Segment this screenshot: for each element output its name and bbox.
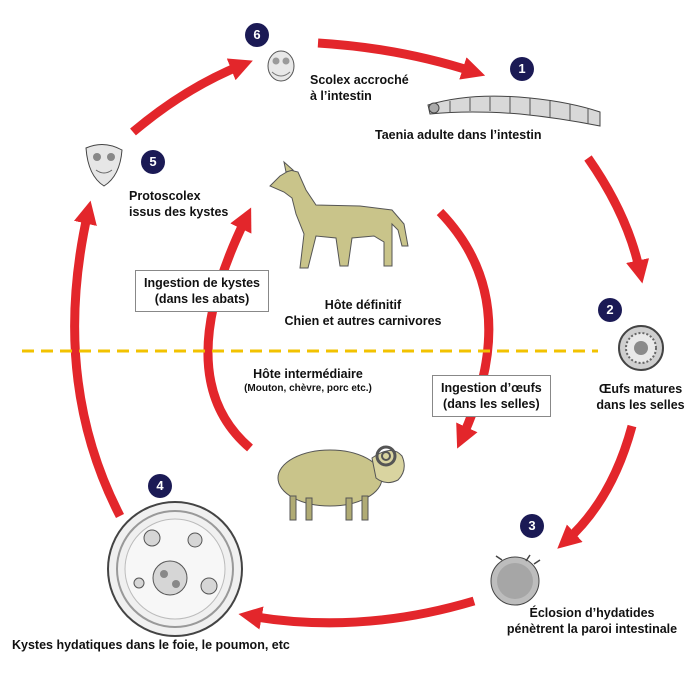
arrow-5-to-6 <box>130 58 253 136</box>
stage-5-label: Protoscolex issus des kystes <box>129 188 228 220</box>
stage-5-badge: 5 <box>141 150 165 174</box>
stage-2-label-line2: dans les selles <box>596 398 685 412</box>
stage-3-label-line2: pénètrent la paroi intestinale <box>506 622 678 636</box>
arrow-sheep-to-dog <box>203 207 253 452</box>
stage-3-badge: 3 <box>520 514 544 538</box>
stage-4-label: Kystes hydatiques dans le foie, le poumo… <box>12 638 290 652</box>
protoscolex-icon <box>85 144 123 187</box>
stage-6-label-line1: Scolex accroché <box>310 73 409 87</box>
arrow-6-to-1 <box>317 38 486 80</box>
arrow-2-to-3 <box>557 424 637 549</box>
intermediate-host-label: Hôte intermédiaire (Mouton, chèvre, porc… <box>228 366 388 395</box>
egg-ingestion-box: Ingestion d’œufs (dans les selles) <box>432 375 551 417</box>
stage-5-label-line1: Protoscolex <box>129 189 201 203</box>
intermediate-host-title: Hôte intermédiaire <box>253 367 363 381</box>
arrow-3-to-4 <box>238 596 476 630</box>
definitive-host-title: Hôte définitif <box>324 298 402 312</box>
stage-6-label: Scolex accroché à l’intestin <box>310 72 409 104</box>
cyst-ingestion-line2: (dans les abats) <box>154 292 250 306</box>
stage-6-label-line2: à l’intestin <box>310 89 372 103</box>
stage-3-label: Éclosion d’hydatides pénètrent la paroi … <box>492 605 692 637</box>
arrow-1-to-2 <box>584 155 650 284</box>
definitive-host-label: Hôte définitif Chien et autres carnivore… <box>263 297 463 329</box>
cyst-ingestion-box: Ingestion de kystes (dans les abats) <box>135 270 270 312</box>
stage-2-badge: 2 <box>598 298 622 322</box>
arrow-4-to-5 <box>70 200 125 519</box>
oncosphere-icon <box>490 554 541 606</box>
stage-2-label-line1: Œufs matures <box>598 382 683 396</box>
dog-icon <box>269 160 409 269</box>
stage-2-label: Œufs matures dans les selles <box>588 381 693 413</box>
stage-4-badge: 4 <box>148 474 172 498</box>
stage-1-badge: 1 <box>510 57 534 81</box>
stage-6-badge: 6 <box>245 23 269 47</box>
stage-5-label-line2: issus des kystes <box>129 205 229 219</box>
sheep-icon <box>277 445 405 521</box>
egg-ingestion-line2: (dans les selles) <box>443 397 540 411</box>
stage-3-label-line1: Éclosion d’hydatides <box>529 606 655 620</box>
intermediate-host-examples: (Mouton, chèvre, porc etc.) <box>244 383 372 394</box>
egg-ingestion-line1: Ingestion d’œufs <box>441 381 542 395</box>
definitive-host-examples: Chien et autres carnivores <box>284 314 442 328</box>
scolex-icon <box>267 50 295 82</box>
hydatid-cyst-icon <box>107 501 243 637</box>
egg-icon <box>618 325 664 371</box>
adult-tapeworm-icon <box>427 95 601 127</box>
stage-1-label: Taenia adulte dans l’intestin <box>375 128 542 142</box>
cyst-ingestion-line1: Ingestion de kystes <box>144 276 261 290</box>
